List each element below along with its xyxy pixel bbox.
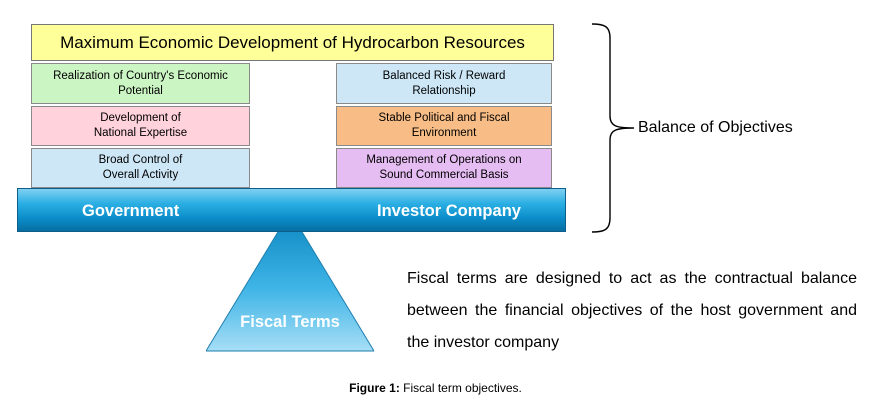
- objective-text: Realization of Country's Economic Potent…: [53, 69, 228, 97]
- main-objective-text: Maximum Economic Development of Hydrocar…: [60, 33, 525, 52]
- objective-text: Management of Operations on Sound Commer…: [366, 154, 522, 181]
- fulcrum-label: Fiscal Terms: [240, 313, 340, 331]
- objective-box-national-expertise: Development of National Expertise: [31, 106, 250, 146]
- objective-text: Balanced Risk / Reward Relationship: [382, 69, 506, 97]
- right-brace-icon: [591, 23, 635, 233]
- objective-box-broad-control: Broad Control of Overall Activity: [31, 148, 250, 188]
- balance-beam: Government Investor Company: [17, 188, 566, 232]
- main-objective-box: Maximum Economic Development of Hydrocar…: [31, 24, 554, 61]
- objective-box-risk-reward: Balanced Risk / Reward Relationship: [336, 63, 552, 104]
- beam-label-government: Government: [82, 202, 180, 220]
- objective-box-management-operations: Management of Operations on Sound Commer…: [336, 148, 552, 188]
- objective-text: Broad Control of Overall Activity: [98, 154, 183, 181]
- objective-text: Stable Political and Fiscal Environment: [378, 112, 510, 139]
- objective-box-economic-potential: Realization of Country's Economic Potent…: [31, 63, 250, 104]
- objective-text: Development of National Expertise: [93, 112, 188, 139]
- caption-text: Fiscal term objectives.: [399, 381, 522, 395]
- balance-label: Balance of Objectives: [638, 119, 793, 136]
- beam-label-investor: Investor Company: [377, 202, 521, 220]
- caption-label: Figure 1:: [349, 381, 400, 395]
- figure-caption: Figure 1: Fiscal term objectives.: [0, 381, 871, 395]
- fulcrum-triangle: [206, 212, 374, 352]
- description-text: Fiscal terms are designed to act as the …: [407, 270, 857, 351]
- objective-box-stable-environment: Stable Political and Fiscal Environment: [336, 106, 552, 146]
